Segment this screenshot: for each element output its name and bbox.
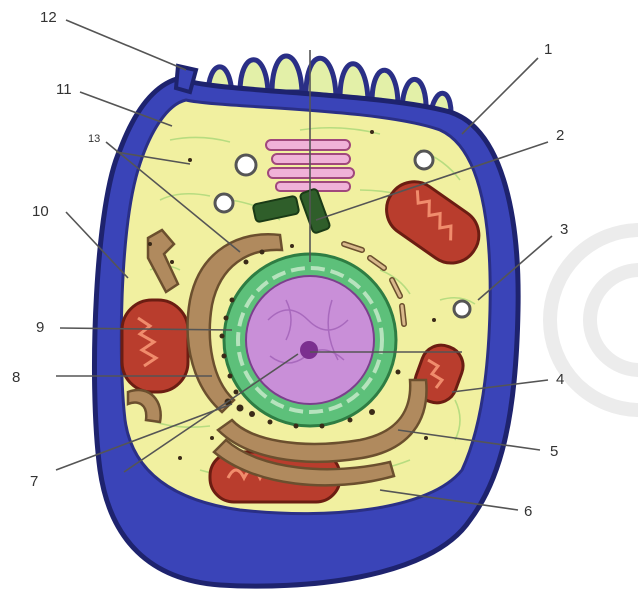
label-7: 7	[30, 474, 38, 489]
nucleolus	[300, 341, 318, 359]
label-10: 10	[32, 204, 49, 219]
label-12: 12	[40, 10, 57, 25]
label-1: 1	[544, 42, 552, 57]
label-9: 9	[36, 320, 44, 335]
label-2: 2	[556, 128, 564, 143]
label-3: 3	[560, 222, 568, 237]
label-6: 6	[524, 504, 532, 519]
mitochondrion-left	[122, 300, 188, 392]
label-11: 11	[56, 82, 72, 97]
nucleus	[246, 276, 374, 404]
label-5: 5	[550, 444, 558, 459]
label-8: 8	[12, 370, 20, 385]
label-4: 4	[556, 372, 564, 387]
label-13: 13	[88, 134, 100, 145]
